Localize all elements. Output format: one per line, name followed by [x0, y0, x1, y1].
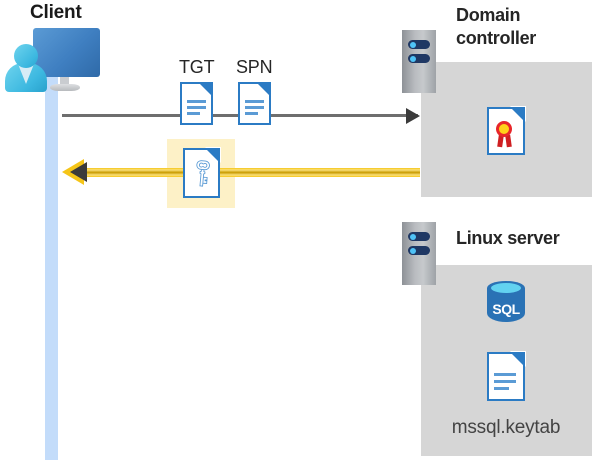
monitor-neck-icon	[60, 77, 69, 87]
request-arrow-head	[406, 108, 420, 124]
document-fold	[198, 82, 213, 97]
document-text-line	[187, 112, 200, 115]
document-fold	[256, 82, 271, 97]
rack-led-icon	[410, 41, 416, 48]
monitor-screen-icon	[33, 28, 100, 77]
document-text-line	[245, 106, 264, 109]
tgt-label: TGT	[179, 57, 215, 77]
document-text-line	[245, 100, 264, 103]
certificate-seal-inner	[499, 124, 509, 134]
document-fold	[510, 107, 525, 122]
key-document-icon: 🗝	[183, 147, 221, 198]
monitor-base-icon	[50, 84, 80, 91]
certificate-document-icon	[487, 106, 526, 155]
client-lifeline	[45, 74, 58, 460]
document-page	[180, 82, 213, 125]
rack-bay	[408, 54, 430, 63]
tgt-document-icon	[180, 81, 214, 125]
keytab-file-label: mssql.keytab	[451, 417, 561, 438]
rack-bay	[408, 40, 430, 49]
domain-controller-title: Domain controller	[456, 5, 537, 48]
document-text-line	[494, 380, 516, 383]
document-text-line	[245, 112, 258, 115]
linux-server-title: Linux server	[456, 228, 560, 248]
rack-led-icon	[410, 247, 416, 254]
spn-label: SPN	[236, 57, 273, 77]
document-text-line	[187, 106, 206, 109]
person-head-icon	[14, 44, 38, 68]
sql-cylinder-top-inner	[491, 283, 521, 293]
document-text-line	[494, 373, 516, 376]
document-text-line	[494, 387, 509, 390]
client-title: Client	[30, 2, 82, 23]
rack-led-icon	[410, 233, 416, 240]
document-fold	[510, 352, 525, 367]
response-arrow-line	[78, 168, 420, 177]
rack-bay	[408, 232, 430, 241]
keytab-document-icon	[487, 351, 526, 401]
rack-led-icon	[410, 55, 416, 62]
sql-database-icon: SQL	[487, 281, 525, 329]
domain-controller-server-rack-icon	[402, 30, 436, 93]
linux-server-rack-icon	[402, 222, 436, 285]
response-arrow-head-inner	[70, 162, 87, 182]
sql-label: SQL	[492, 301, 520, 317]
document-fold	[205, 148, 220, 163]
person-collar-icon	[18, 64, 34, 84]
document-text-line	[187, 100, 206, 103]
spn-document-icon	[238, 81, 272, 125]
rack-bay	[408, 246, 430, 255]
